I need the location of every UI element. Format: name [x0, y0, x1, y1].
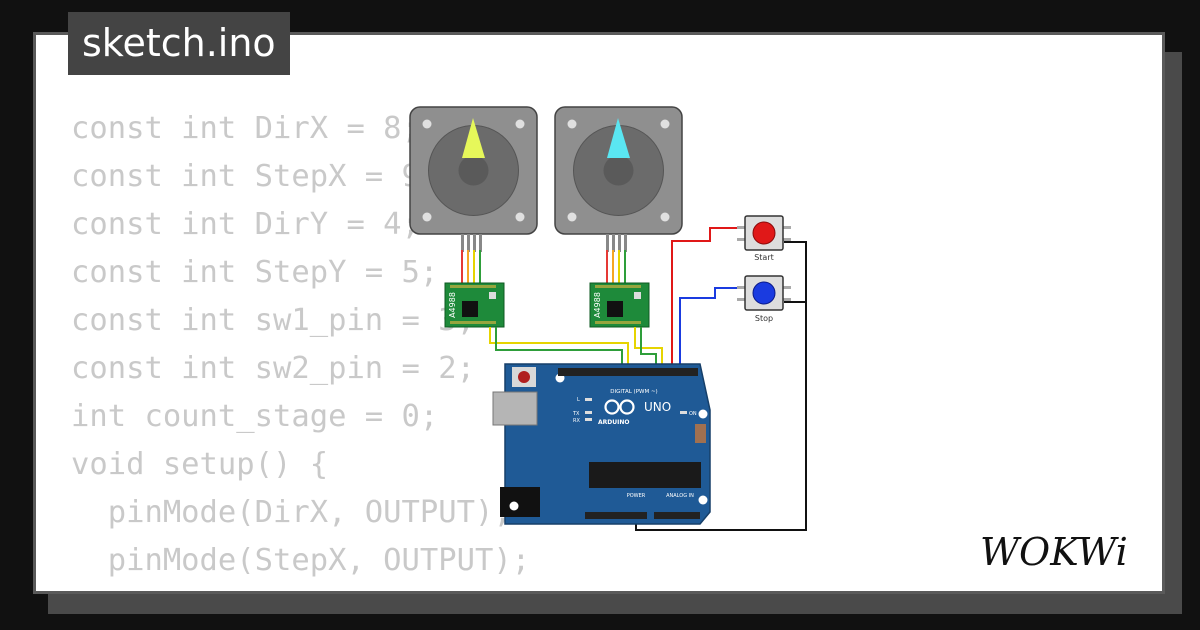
code-line: const int StepX = 9; — [71, 159, 439, 194]
led-l-label: L — [577, 397, 580, 403]
driver-wires — [489, 327, 663, 368]
code-line: pinMode(StepX, OUTPUT); — [71, 543, 531, 578]
code-line: const int StepY = 5; — [71, 255, 439, 290]
analog-label: ANALOG IN — [666, 493, 694, 499]
button-wires — [635, 227, 807, 531]
code-listing: const int DirX = 8; const int StepX = 9; c… — [71, 105, 531, 591]
sketch-title: sketch.ino — [68, 12, 290, 75]
stepper-motor-y[interactable] — [554, 106, 683, 252]
led-on-label: ON — [689, 411, 697, 417]
power-header — [585, 512, 647, 519]
a4988-driver-y[interactable]: A4988 — [589, 282, 650, 328]
stepper-y-pointer — [607, 118, 630, 158]
arduino-uno-board[interactable]: DIGITAL (PWM ~) UNO ARDUINO L TX RX ON P… — [492, 363, 711, 525]
board-name: UNO — [644, 400, 671, 414]
motor-wires — [461, 250, 626, 285]
power-label: POWER — [627, 493, 646, 499]
stop-button[interactable]: Stop — [737, 275, 791, 323]
usb-port — [492, 391, 538, 426]
code-line: const int DirX = 8; — [71, 111, 420, 146]
analog-header — [654, 512, 700, 519]
board-brand: ARDUINO — [598, 419, 629, 426]
wokwi-logo: WOKWi — [980, 530, 1128, 574]
code-line: const int sw1_pin = 3; — [71, 303, 475, 338]
driver-y-label: A4988 — [593, 292, 602, 318]
digital-header — [558, 368, 698, 376]
a4988-driver-x[interactable]: A4988 — [444, 282, 505, 328]
power-jack — [500, 487, 540, 517]
atmega-chip — [589, 462, 701, 488]
led-rx-label: RX — [573, 418, 580, 424]
driver-x-label: A4988 — [448, 292, 457, 318]
code-line: const int sw2_pin = 2; — [71, 351, 475, 386]
start-button-label: Start — [754, 253, 774, 262]
stop-button-label: Stop — [755, 314, 773, 323]
reset-button[interactable] — [518, 371, 530, 383]
code-line: void setup() { — [71, 447, 329, 482]
led-tx-label: TX — [572, 411, 580, 417]
stepper-motor-x[interactable] — [409, 106, 538, 252]
logo-text: WOKWi — [980, 530, 1128, 574]
code-line: const int DirY = 4; — [71, 207, 420, 242]
code-line: pinMode(DirX, OUTPUT); — [71, 495, 512, 530]
stepper-x-pointer — [462, 118, 485, 158]
start-button[interactable]: Start — [737, 215, 791, 262]
code-line: int count_stage = 0; — [71, 399, 439, 434]
digital-label: DIGITAL (PWM ~) — [610, 389, 657, 395]
